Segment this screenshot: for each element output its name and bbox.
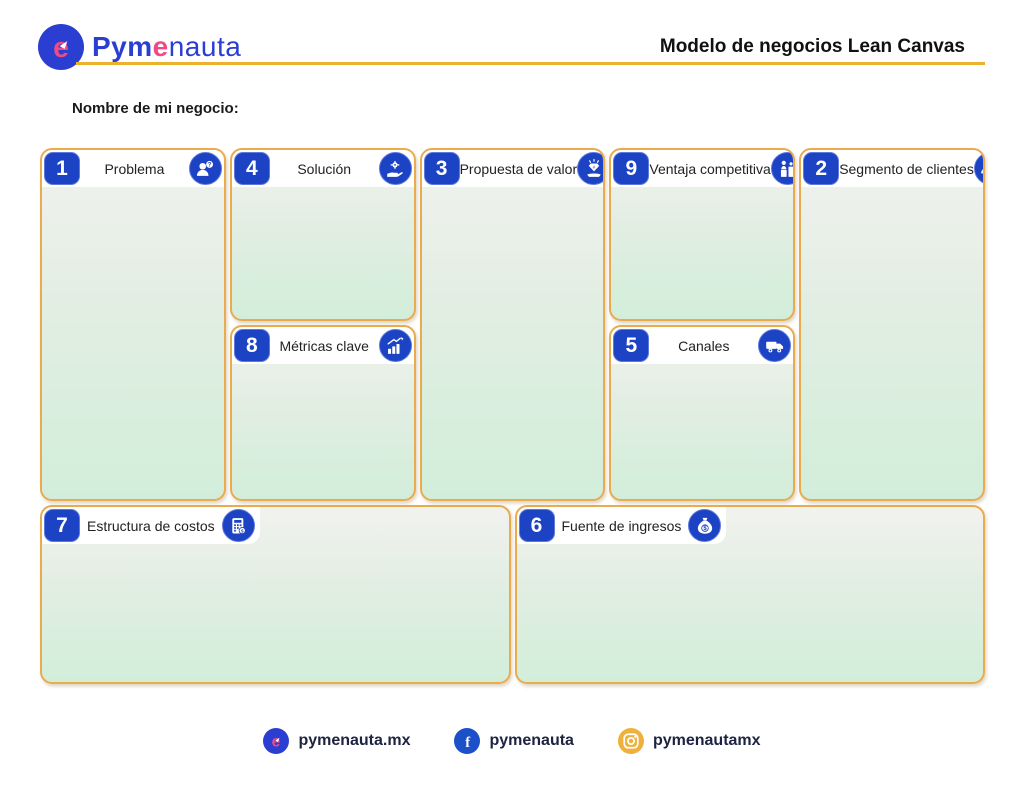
box-body-segmento bbox=[801, 191, 983, 499]
podium-person-icon bbox=[770, 152, 794, 185]
money-bag-icon bbox=[688, 509, 722, 542]
box-title: Problema bbox=[104, 160, 165, 177]
header-divider bbox=[76, 62, 985, 65]
box-number-badge: 3 bbox=[423, 152, 460, 185]
brand-wordmark: Pymenauta bbox=[92, 31, 241, 63]
box-body-ingresos bbox=[517, 548, 984, 682]
box-title: Métricas clave bbox=[279, 337, 369, 354]
calculator-icon bbox=[221, 509, 255, 542]
idea-diamond-icon bbox=[577, 152, 604, 185]
box-number-badge: 5 bbox=[613, 329, 650, 362]
footer-link-label: pymenautamx bbox=[652, 732, 761, 749]
box-body-problema bbox=[42, 191, 224, 499]
box-body-solucion bbox=[232, 191, 414, 319]
box-header: 3 Propuesta de valor bbox=[421, 150, 604, 187]
box-body-propuesta bbox=[422, 191, 604, 499]
box-header: 8 Métricas clave bbox=[231, 327, 414, 364]
box-number-badge: 8 bbox=[233, 329, 270, 362]
box-title: Canales bbox=[678, 337, 730, 354]
customers-check-icon bbox=[973, 152, 984, 185]
box-body-costos bbox=[42, 548, 509, 682]
footer-link-label: pymenauta.mx bbox=[298, 732, 411, 749]
box-header: 7 Estructura de costos bbox=[42, 507, 260, 544]
box-title: Estructura de costos bbox=[87, 517, 215, 534]
canvas-box-segmento: 2 Segmento de clientes bbox=[799, 148, 985, 501]
lean-canvas-grid: 1 Problema 4 Solución 8 Métricas clave 3… bbox=[40, 148, 985, 684]
canvas-box-problema: 1 Problema bbox=[40, 148, 226, 501]
box-header: 6 Fuente de ingresos bbox=[516, 507, 727, 544]
pymenauta-logo: Pymenauta bbox=[38, 24, 241, 70]
box-title: Ventaja competitiva bbox=[649, 160, 771, 177]
box-number-badge: 4 bbox=[233, 152, 270, 185]
box-title: Segmento de clientes bbox=[839, 160, 974, 177]
box-number-badge: 1 bbox=[44, 152, 80, 185]
box-number-badge: 7 bbox=[44, 509, 80, 542]
box-header: 1 Problema bbox=[42, 150, 224, 187]
person-question-icon bbox=[188, 152, 222, 185]
delivery-truck-icon bbox=[758, 329, 792, 362]
box-header: 9 Ventaja competitiva bbox=[611, 150, 794, 187]
box-header: 5 Canales bbox=[611, 327, 794, 364]
box-title: Fuente de ingresos bbox=[561, 517, 682, 534]
canvas-box-ventaja: 9 Ventaja competitiva bbox=[609, 148, 796, 321]
box-header: 4 Solución bbox=[231, 150, 414, 187]
box-number-badge: 9 bbox=[613, 152, 650, 185]
footer-link-website: pymenauta.mx bbox=[263, 728, 410, 754]
facebook-icon bbox=[454, 728, 481, 754]
footer-link-facebook: pymenauta bbox=[454, 728, 574, 754]
canvas-box-solucion: 4 Solución bbox=[229, 148, 416, 321]
box-number-badge: 6 bbox=[518, 509, 555, 542]
brand-e: e bbox=[152, 31, 169, 62]
box-body-metricas bbox=[232, 368, 414, 499]
chart-growth-icon bbox=[378, 329, 412, 362]
brand-prefix: Pym bbox=[92, 31, 153, 62]
business-name-label: Nombre de mi negocio: bbox=[72, 100, 239, 117]
box-title: Propuesta de valor bbox=[459, 160, 578, 177]
box-title: Solución bbox=[297, 160, 352, 177]
hand-solution-icon bbox=[378, 152, 412, 185]
pymenauta-e-icon bbox=[263, 728, 290, 754]
canvas-box-metricas: 8 Métricas clave bbox=[229, 325, 416, 501]
canvas-box-canales: 5 Canales bbox=[609, 325, 796, 501]
brand-suffix: nauta bbox=[168, 31, 242, 62]
box-number-badge: 2 bbox=[803, 152, 840, 185]
canvas-box-propuesta: 3 Propuesta de valor bbox=[419, 148, 606, 501]
page-title: Modelo de negocios Lean Canvas bbox=[659, 36, 965, 57]
canvas-box-ingresos: 6 Fuente de ingresos bbox=[514, 505, 985, 684]
canvas-box-costos: 7 Estructura de costos bbox=[40, 505, 511, 684]
footer-link-instagram: pymenautamx bbox=[617, 728, 761, 754]
box-body-canales bbox=[611, 368, 793, 499]
box-header: 2 Segmento de clientes bbox=[801, 150, 984, 187]
footer-social-bar: pymenauta.mx pymenauta pymenautamx bbox=[0, 728, 1024, 754]
instagram-icon bbox=[617, 728, 644, 754]
footer-link-label: pymenauta bbox=[489, 732, 574, 749]
box-body-ventaja bbox=[611, 191, 793, 319]
